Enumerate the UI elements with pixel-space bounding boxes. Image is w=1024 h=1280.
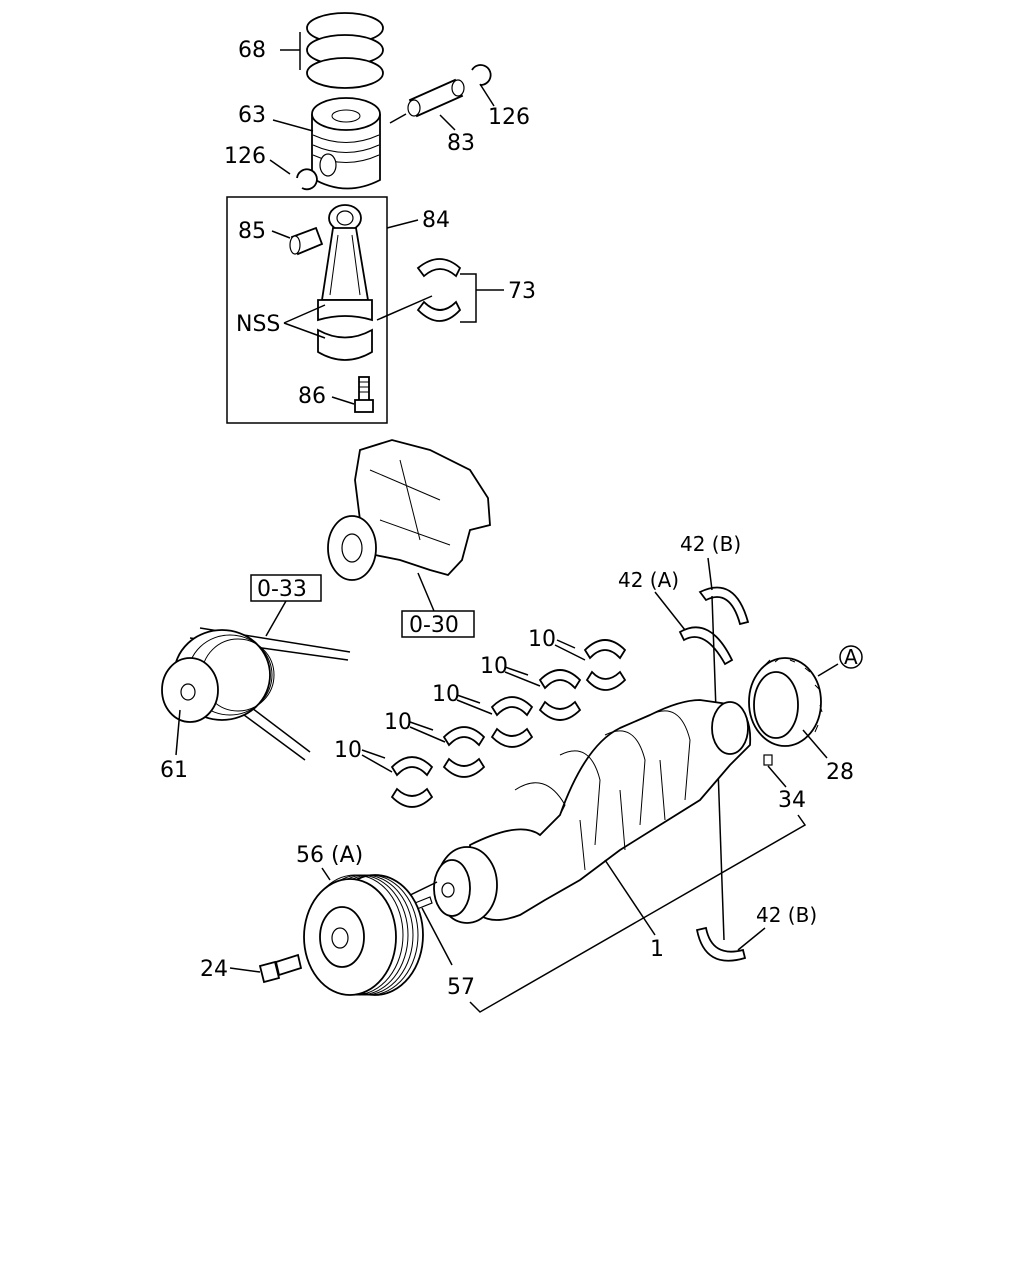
connecting-rod — [317, 204, 373, 361]
label-main-bearing-4: 10 — [384, 710, 412, 735]
label-key-57: 57 — [447, 975, 475, 1000]
label-circle-ref: A — [844, 645, 858, 669]
label-main-bearing-5: 10 — [334, 738, 362, 763]
crank-pulley — [303, 874, 424, 996]
fan-pulley — [161, 629, 275, 723]
label-piston-pin: 83 — [447, 131, 475, 156]
label-snap-ring-right: 126 — [488, 105, 530, 130]
piston-rings — [280, 12, 384, 89]
label-fan-pulley: 61 — [160, 758, 188, 783]
snap-ring-right — [471, 64, 492, 86]
label-crankshaft: 1 — [650, 937, 664, 962]
label-pin-34: 34 — [778, 788, 806, 813]
label-main-bearing-2: 10 — [480, 654, 508, 679]
conrod-assembly-box — [226, 196, 388, 424]
conrod-bolt — [354, 376, 374, 413]
pulley-bolt — [258, 953, 303, 984]
label-main-bearing-3: 10 — [432, 682, 460, 707]
conrod-bushing — [289, 226, 324, 256]
snap-ring-left — [296, 168, 318, 191]
label-timing-gear: 28 — [826, 760, 854, 785]
label-main-bearing-1: 10 — [528, 627, 556, 652]
circle-ref-a — [839, 645, 863, 669]
label-conrod-assembly: 84 — [422, 208, 450, 233]
label-piston-rings: 68 — [238, 38, 266, 63]
thrust-washer-b-upper — [698, 586, 750, 626]
label-thrust-washer-b-lower: 42 (B) — [756, 903, 817, 927]
label-conrod-bushing: 85 — [238, 219, 266, 244]
crankshaft — [433, 699, 752, 924]
label-thrust-washer-b-upper: 42 (B) — [680, 532, 741, 556]
bearing-leaders — [361, 639, 586, 773]
label-nss: NSS — [236, 312, 280, 337]
label-ref-water-pump: 0-30 — [409, 613, 459, 638]
label-crank-pulley: 56 (A) — [296, 843, 363, 868]
label-piston: 63 — [238, 103, 266, 128]
thrust-washer-a — [678, 626, 734, 666]
label-pulley-bolt: 24 — [200, 957, 228, 982]
main-bearings — [390, 639, 627, 808]
water-pump — [327, 439, 491, 581]
thrust-washer-b-lower — [695, 926, 747, 962]
label-thrust-washer-a: 42 (A) — [618, 568, 679, 592]
label-ref-belt: 0-33 — [257, 577, 307, 602]
conrod-bearing — [416, 258, 462, 322]
piston — [311, 97, 381, 190]
label-conrod-bearing: 73 — [508, 279, 536, 304]
ref-box-water-pump — [401, 610, 475, 638]
piston-pin — [389, 78, 465, 124]
bracket-line — [469, 814, 807, 1013]
timing-gear — [748, 657, 823, 747]
label-conrod-bolt: 86 — [298, 384, 326, 409]
label-snap-ring-left: 126 — [224, 144, 266, 169]
pin-34 — [763, 754, 773, 766]
